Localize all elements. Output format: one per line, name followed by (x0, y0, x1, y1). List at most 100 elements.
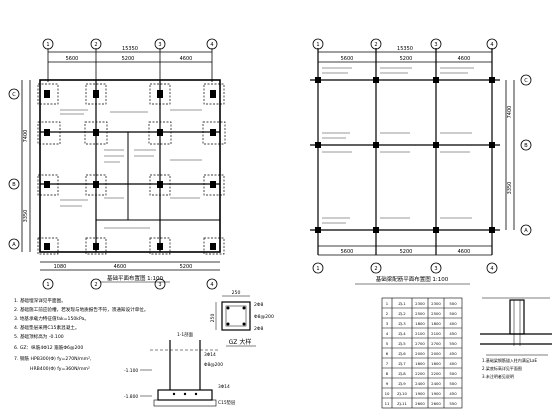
note-line: 7. 钢筋 HPB300(Φ) fy=270N/mm², (14, 355, 92, 362)
column (93, 129, 99, 136)
note-line: 4. 基础垫层采用C15素混凝土。 (14, 324, 79, 331)
schedule-cell: 2000 (415, 351, 425, 356)
note-line: HRB400(Φ) fy=360N/mm² (30, 366, 90, 372)
column (373, 142, 379, 148)
gz-title: GZ 大样 (229, 338, 252, 346)
column (157, 181, 163, 188)
side-dimension: 7400 (507, 106, 513, 119)
axis-label: 3 (434, 42, 437, 48)
column (210, 181, 216, 188)
span-dimension: 4600 (180, 56, 193, 62)
span-dimension: 5200 (122, 56, 135, 62)
column (93, 243, 99, 250)
column (315, 227, 321, 233)
schedule-cell: 1800 (431, 321, 441, 326)
beam-annotation-marks (322, 67, 474, 224)
side-dimension: 7400 (23, 130, 29, 143)
axis-bubble (42, 278, 54, 290)
axis-label: C (524, 78, 528, 84)
right-plan-text: 1 2 3 4 15350 5600 5200 4600 C B A 7400 … (316, 42, 528, 283)
footing (203, 174, 225, 196)
schedule-cell: ZJ-11 (397, 401, 407, 406)
section-label: C15垫层 (218, 399, 236, 406)
schedule-cell: ZJ-5 (398, 341, 406, 346)
schedule-cell: 3 (386, 321, 389, 326)
footing (85, 237, 107, 255)
schedule-cell: 450 (449, 351, 457, 356)
schedule-cell: 10 (385, 391, 390, 396)
gz-detail (215, 295, 256, 347)
column (93, 90, 99, 98)
schedule-cell: ZJ-9 (398, 381, 406, 386)
gz-detail-text: 250 250 2Φ8 Φ8@200 2Φ8 GZ 大样 (210, 290, 274, 346)
axis-bubble (520, 74, 532, 86)
schedule-cell: 9 (386, 381, 389, 386)
design-notes: 1. 基础埋深详见平面图。 2. 基础施工前应验槽，若发现与地质报告不符，须通知… (14, 297, 148, 372)
axis-bubble (430, 262, 442, 274)
note-line: 1. 基础埋深详见平面图。 (14, 297, 66, 304)
elevation-label: -1.800 (124, 394, 138, 400)
gz-label: 2Φ8 (254, 326, 264, 332)
axis-label: 4 (490, 42, 493, 48)
axis-label: 2 (374, 266, 377, 272)
axis-bubble (8, 88, 20, 100)
axis-label: 3 (434, 266, 437, 272)
joint-note: 3.未注明者见说明 (482, 373, 514, 379)
schedule-cell: 1600 (415, 361, 425, 366)
rebar (226, 322, 230, 326)
axis-label: 2 (374, 42, 377, 48)
column (93, 181, 99, 188)
column (157, 90, 163, 98)
footing (148, 121, 172, 145)
schedule-cell: ZJ-4 (398, 331, 406, 336)
axis-label: 4 (490, 266, 493, 272)
span-dimension: 5600 (66, 56, 79, 62)
schedule-cell: 2600 (431, 401, 441, 406)
schedule-cell: 5 (386, 341, 389, 346)
schedule-cell: 4 (386, 331, 389, 336)
beam-columns (315, 77, 495, 233)
footing (203, 83, 225, 105)
bottom-dimension: 4600 (458, 249, 471, 255)
axis-label: B (12, 182, 16, 188)
side-dimension: 3350 (23, 210, 29, 223)
overall-dimension: 15350 (122, 46, 138, 52)
footing (37, 237, 59, 255)
gz-section (221, 301, 251, 331)
columns (44, 90, 216, 250)
column (210, 90, 216, 98)
axis-label: A (12, 242, 16, 248)
schedule-cell: 2100 (415, 331, 425, 336)
column (433, 142, 439, 148)
schedule-cell: 2400 (415, 381, 425, 386)
column (44, 181, 50, 188)
schedule-cell: 2400 (431, 381, 441, 386)
bottom-dimension: 5200 (180, 264, 193, 270)
schedule-cell: 2200 (415, 371, 425, 376)
side-dimension: 3350 (507, 182, 513, 195)
schedule-cell: ZJ-2 (398, 311, 406, 316)
axis-label: 1 (316, 266, 319, 272)
column (433, 227, 439, 233)
column (489, 142, 495, 148)
footing (85, 174, 107, 196)
footing (84, 121, 108, 145)
joint-detail (480, 297, 552, 356)
schedule-cell: 1800 (415, 321, 425, 326)
axis-bubble (8, 238, 20, 250)
note-line: 3. 地基承载力特征值fak=150kPa。 (14, 315, 89, 322)
footing (203, 237, 225, 255)
beam-plan (310, 38, 532, 285)
section-detail (140, 340, 220, 407)
schedule-text: 1 ZJ-1 2300 2300 500 2 ZJ-2 2500 2500 50… (385, 301, 458, 406)
schedule-cell: 2100 (431, 331, 441, 336)
section-detail-text: 1-1剖面 3Φ14 Φ8@200 3Φ14 C15垫层 -1.800 -1.1… (124, 331, 236, 406)
axis-bubble (486, 262, 498, 274)
rebar-annotation-marks (60, 109, 202, 229)
elevation-label: -1.100 (124, 368, 138, 374)
axis-label: 4 (210, 282, 213, 288)
gz-stirrup (225, 305, 247, 327)
axis-label: 2 (94, 42, 97, 48)
schedule-cell: 500 (449, 311, 457, 316)
